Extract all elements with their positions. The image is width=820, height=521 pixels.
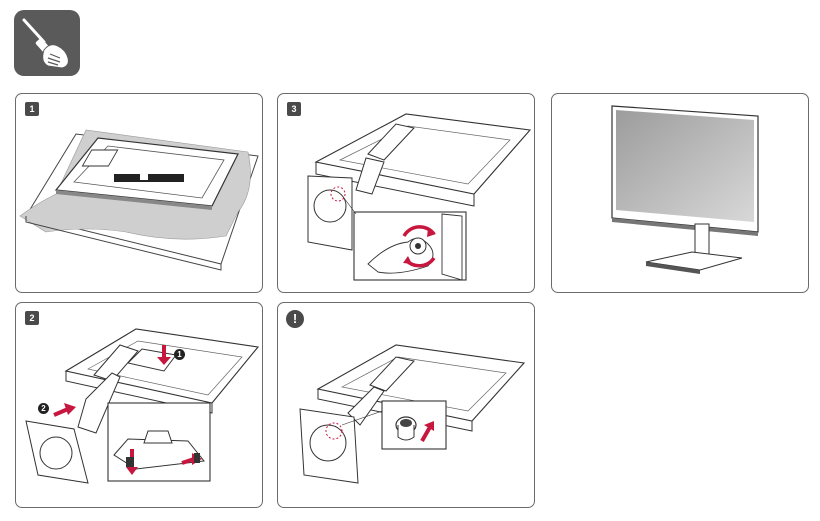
step-3-panel: 3: [277, 93, 535, 293]
step-3-badge: 3: [287, 102, 301, 116]
monitor-face-down-illustration: [19, 129, 259, 271]
step-1-panel: 1: [15, 93, 263, 293]
screw-check-illustration: [299, 344, 526, 484]
callout-2: 2: [38, 403, 49, 414]
attach-stand-illustration: [25, 328, 260, 484]
assembled-monitor-illustration: [611, 105, 759, 274]
warning-panel: !: [277, 302, 535, 508]
warning-badge: !: [286, 310, 304, 328]
step-1-badge: 1: [25, 102, 39, 116]
step-2-panel: 2 1 2: [15, 302, 263, 508]
stand-rotate-illustration: [307, 113, 532, 281]
screwdriver-tool-icon: [14, 10, 80, 76]
assembled-monitor-panel: [551, 93, 809, 293]
callout-1: 1: [174, 349, 185, 360]
screwdriver-icon: [22, 18, 69, 69]
step-2-badge: 2: [25, 311, 39, 325]
